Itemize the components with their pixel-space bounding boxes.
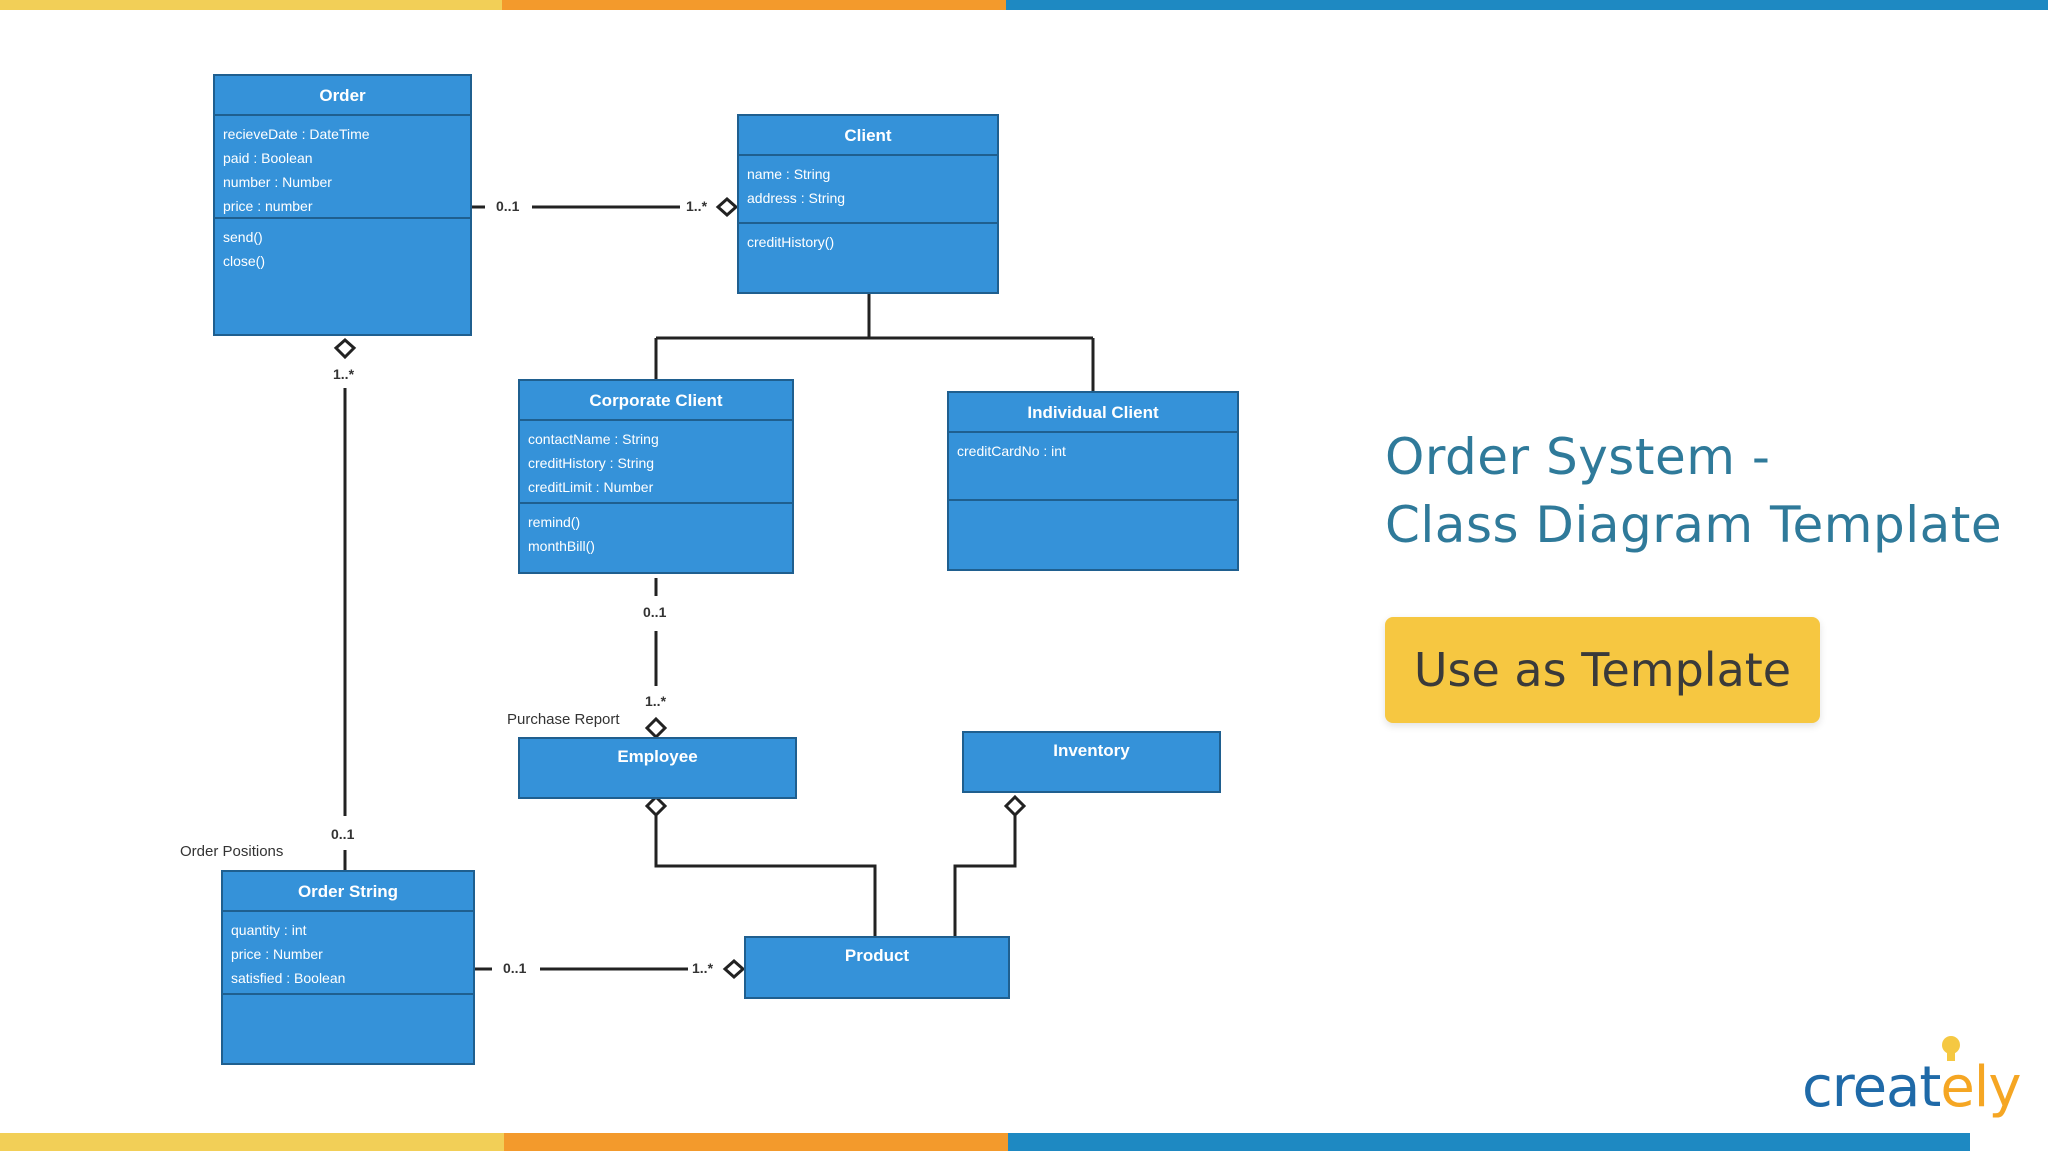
attributes-section: recieveDate : DateTime paid : Boolean nu…	[215, 116, 470, 219]
bottom-stripe-blue	[1008, 1133, 1970, 1151]
class-corporate-client[interactable]: Corporate Client contactName : String cr…	[518, 379, 794, 574]
mult-order-orderstring-order-end: 1..*	[333, 366, 355, 382]
operation: creditHistory()	[747, 234, 835, 250]
class-product[interactable]: Product	[744, 936, 1010, 999]
mult-order-client-client-end: 1..*	[686, 198, 708, 214]
mult-orderstring-product-string-end: 0..1	[503, 960, 527, 976]
operation: remind()	[528, 514, 581, 530]
use-as-template-button[interactable]: Use as Template	[1385, 617, 1820, 723]
class-name: Client	[739, 116, 997, 156]
mult-corporate-employee-employee-end: 1..*	[645, 693, 667, 709]
class-name: Inventory	[1053, 741, 1130, 760]
purchase-report-label: Purchase Report	[507, 711, 620, 728]
inventory-product-diamond	[1003, 794, 1027, 818]
operations-section: send() close()	[215, 219, 470, 273]
logo-wordmark: creately	[1802, 1055, 2021, 1120]
class-name: Order String	[223, 872, 473, 912]
mult-orderstring-product-product-end: 1..*	[692, 960, 714, 976]
order-positions-label: Order Positions	[180, 843, 284, 860]
class-order[interactable]: Order recieveDate : DateTime paid : Bool…	[213, 74, 472, 336]
client-aggregation-diamond	[715, 196, 739, 218]
employee-aggregation-diamond	[644, 716, 668, 740]
attributes-section: contactName : String creditHistory : Str…	[520, 421, 792, 504]
bottom-stripe-orange	[504, 1133, 1008, 1151]
attribute: contactName : String	[528, 431, 659, 447]
class-name: Employee	[617, 747, 698, 766]
operation: close()	[223, 253, 266, 269]
logo-text-main: creat	[1802, 1055, 1941, 1120]
class-individual-client[interactable]: Individual Client creditCardNo : int	[947, 391, 1239, 571]
attributes-section: creditCardNo : int	[949, 433, 1237, 501]
operations-section: creditHistory()	[739, 224, 997, 254]
creately-logo[interactable]: creately	[1802, 1035, 2021, 1130]
attribute: paid : Boolean	[223, 150, 313, 166]
attribute: creditHistory : String	[528, 455, 655, 471]
operations-section	[223, 995, 473, 1001]
operations-section: remind() monthBill()	[520, 504, 792, 558]
class-name: Order	[215, 76, 470, 116]
class-order-string[interactable]: Order String quantity : int price : Numb…	[221, 870, 475, 1065]
attribute: address : String	[747, 190, 846, 206]
attributes-section: name : String address : String	[739, 156, 997, 224]
top-stripe-blue	[1006, 0, 2048, 10]
attribute: satisfied : Boolean	[231, 970, 346, 986]
class-inventory[interactable]: Inventory	[962, 731, 1221, 793]
bottom-stripe-yellow	[0, 1133, 504, 1151]
attribute: recieveDate : DateTime	[223, 126, 370, 142]
inventory-product-line	[953, 815, 1017, 937]
employee-product-diamond	[644, 794, 668, 818]
class-name: Individual Client	[949, 393, 1237, 433]
attribute: name : String	[747, 166, 831, 182]
operation: send()	[223, 229, 263, 245]
page-title-line2: Class Diagram Template	[1385, 496, 2003, 554]
class-client[interactable]: Client name : String address : String cr…	[737, 114, 999, 294]
attribute: creditCardNo : int	[957, 443, 1066, 459]
class-employee[interactable]: Employee	[518, 737, 797, 799]
attribute: creditLimit : Number	[528, 479, 654, 495]
mult-corporate-employee-corporate-end: 0..1	[643, 604, 667, 620]
top-stripe-orange	[502, 0, 1006, 10]
class-name: Product	[844, 946, 910, 965]
order-aggregation-diamond	[333, 337, 357, 360]
class-name: Corporate Client	[520, 381, 792, 421]
operation: monthBill()	[528, 538, 595, 554]
product-aggregation-diamond	[722, 958, 746, 980]
lightbulb-icon	[1942, 1036, 1960, 1061]
logo-text-accent: ely	[1940, 1055, 2021, 1120]
attribute: price : Number	[231, 946, 323, 962]
mult-order-orderstring-string-end: 0..1	[331, 826, 355, 842]
operations-section	[949, 501, 1237, 507]
top-stripe-yellow	[0, 0, 502, 10]
mult-order-client-order-end: 0..1	[496, 198, 520, 214]
employee-product-line	[654, 815, 877, 937]
attribute: quantity : int	[231, 922, 307, 938]
attribute: number : Number	[223, 174, 332, 190]
page-title-line1: Order System -	[1385, 428, 1771, 486]
attribute: price : number	[223, 198, 313, 214]
attributes-section: quantity : int price : Number satisfied …	[223, 912, 473, 995]
